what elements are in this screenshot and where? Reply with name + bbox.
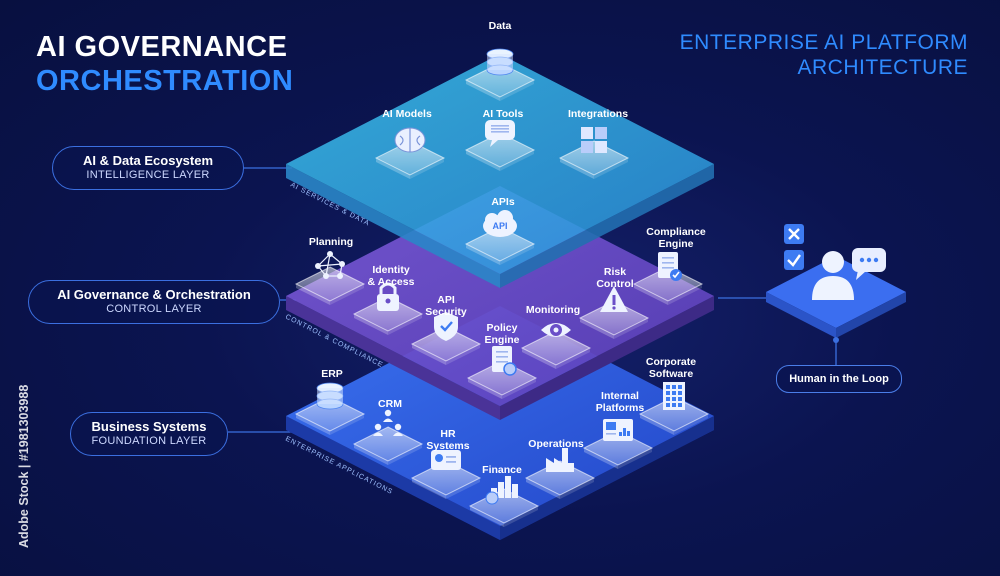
id-card-icon	[431, 450, 461, 470]
tile-monitoring	[520, 323, 592, 369]
label-apis: APIs	[491, 196, 515, 208]
api-cloud-icon: API	[483, 210, 517, 237]
tile-finance	[468, 476, 540, 527]
layer-subtitle-foundation: FOUNDATION LAYER	[91, 435, 207, 447]
tile-ai-tools	[464, 120, 536, 171]
label-risk-control-line2: Control	[596, 278, 634, 290]
label-policy-engine-line1: Policy	[486, 322, 518, 334]
label-api-security: API Security	[416, 294, 476, 318]
subtitle-line-2: ARCHITECTURE	[797, 56, 968, 79]
office-building-icon	[663, 382, 685, 410]
label-erp: ERP	[321, 368, 343, 380]
label-data: Data	[488, 20, 512, 32]
label-integrations: Integrations	[567, 108, 629, 120]
title-line-2: ORCHESTRATION	[36, 65, 294, 97]
label-corporate-software-line2: Software	[648, 368, 694, 380]
label-hr-systems: HR Systems	[420, 428, 476, 452]
label-planning: Planning	[308, 236, 354, 248]
tile-operations	[524, 448, 596, 499]
layer-title-intelligence: AI & Data Ecosystem	[82, 153, 214, 168]
label-policy-engine: Policy Engine	[472, 322, 532, 346]
label-api-security-line1: API	[437, 294, 455, 306]
layer-pill-foundation: Business Systems FOUNDATION LAYER	[70, 412, 228, 456]
layer-title-foundation: Business Systems	[91, 419, 207, 434]
watermark-vertical-text: Adobe Stock | #1981303988	[17, 385, 31, 548]
layer-title-control: AI Governance & Orchestration	[57, 287, 251, 302]
subtitle-line-1: ENTERPRISE AI PLATFORM	[679, 31, 968, 54]
tile-risk-control	[578, 286, 650, 339]
label-finance: Finance	[482, 464, 522, 476]
tile-planning	[294, 251, 366, 305]
label-internal-platforms: Internal Platforms	[588, 390, 652, 414]
database-gear-icon	[316, 382, 344, 410]
label-crm: CRM	[378, 398, 402, 410]
network-nodes-icon	[315, 251, 345, 279]
layer-subtitle-intelligence: INTELLIGENCE LAYER	[86, 169, 210, 181]
svg-text:API: API	[492, 221, 507, 231]
tile-corporate-software	[638, 382, 710, 435]
tile-integrations	[558, 127, 630, 179]
label-hr-systems-line2: Systems	[426, 440, 470, 452]
main-title: AI GOVERNANCE ORCHESTRATION	[36, 30, 293, 98]
tile-ai-models	[374, 127, 446, 179]
label-internal-platforms-line2: Platforms	[595, 402, 645, 414]
tile-identity-access	[352, 282, 424, 335]
control-layer	[286, 186, 714, 420]
people-network-icon	[373, 409, 403, 436]
layer-pill-control: AI Governance & Orchestration CONTROL LA…	[28, 280, 280, 324]
label-policy-engine-line2: Engine	[484, 334, 520, 346]
label-ai-tools: AI Tools	[482, 108, 524, 120]
title-line-1: AI GOVERNANCE	[36, 31, 288, 63]
tile-data	[464, 48, 536, 101]
hitl-connector-dot	[833, 337, 839, 343]
dashboard-icon	[603, 419, 633, 441]
layer-pill-intelligence: AI & Data Ecosystem INTELLIGENCE LAYER	[52, 146, 244, 190]
bar-chart-coin-icon	[485, 476, 518, 505]
tile-crm	[352, 409, 424, 465]
label-ai-models: AI Models	[382, 108, 432, 120]
label-compliance-engine-line2: Engine	[658, 238, 694, 250]
label-hr-systems-line1: HR	[440, 428, 456, 440]
label-internal-platforms-line1: Internal	[601, 390, 639, 402]
label-compliance-engine-line1: Compliance	[646, 226, 706, 238]
document-check-icon	[658, 252, 682, 281]
tile-compliance-engine	[632, 252, 704, 305]
chat-bubble-icon	[485, 120, 515, 147]
label-monitoring: Monitoring	[525, 304, 581, 316]
human-in-the-loop-label: Human in the Loop	[776, 365, 902, 393]
label-identity-access-line1: Identity	[372, 264, 410, 276]
eye-icon	[541, 323, 571, 337]
label-corporate-software: Corporate Software	[638, 356, 704, 380]
tile-internal-platforms	[582, 419, 654, 469]
padlock-icon	[377, 282, 399, 311]
brain-icon	[394, 127, 426, 153]
human-block	[766, 224, 906, 338]
label-api-security-line2: Security	[425, 306, 467, 318]
shield-check-icon	[434, 312, 458, 341]
subtitle: ENTERPRISE AI PLATFORM ARCHITECTURE	[680, 30, 968, 80]
person-approval-icon	[784, 224, 886, 300]
tile-erp	[294, 382, 366, 435]
tile-api-security	[410, 312, 482, 365]
label-compliance-engine: Compliance Engine	[638, 226, 714, 250]
label-corporate-software-line1: Corporate	[645, 356, 697, 368]
label-risk-control-line1: Risk	[603, 266, 627, 278]
database-icon	[486, 48, 514, 76]
label-identity-access-line2: & Access	[367, 276, 415, 288]
tile-apis: API	[464, 210, 536, 265]
warning-triangle-icon	[600, 286, 628, 312]
label-operations: Operations	[528, 438, 584, 450]
watermark-vertical: Adobe Stock | #1981303988	[17, 385, 31, 548]
tile-hr-systems	[410, 450, 482, 499]
factory-icon	[546, 448, 574, 472]
label-risk-control: Risk Control	[590, 266, 640, 290]
label-identity-access: Identity & Access	[358, 264, 424, 288]
document-gear-icon	[492, 346, 517, 376]
puzzle-icon	[581, 127, 607, 153]
layer-subtitle-control: CONTROL LAYER	[106, 303, 202, 315]
tile-policy-engine	[466, 346, 538, 399]
